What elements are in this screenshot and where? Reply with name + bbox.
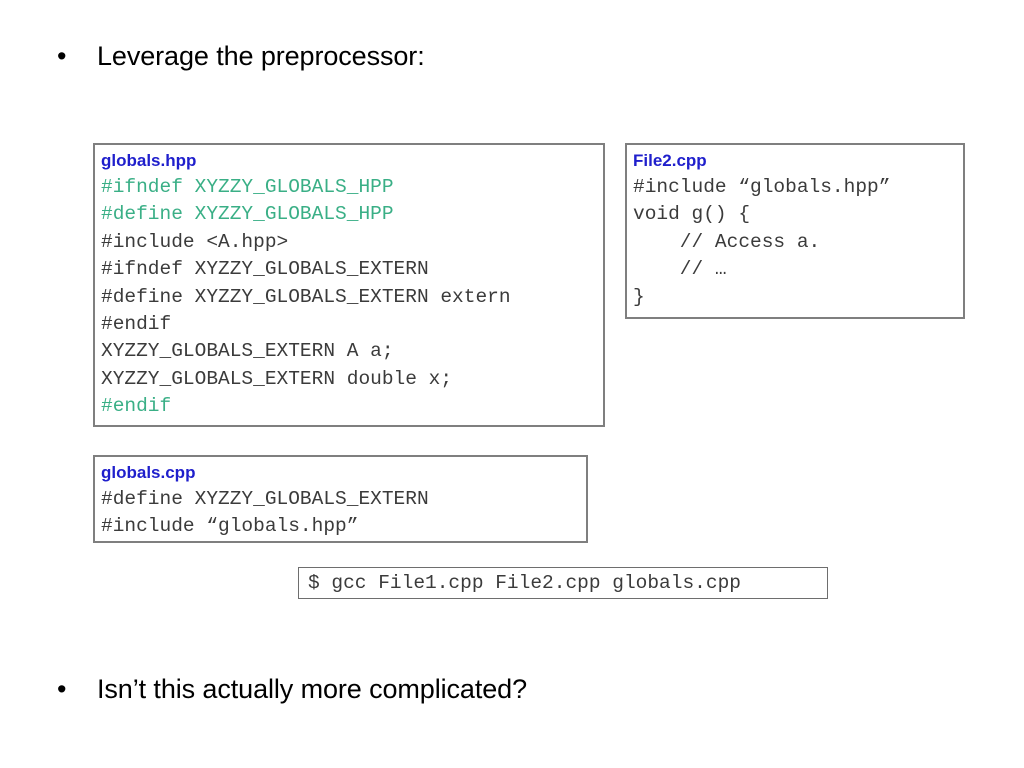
code-line: void g() { — [633, 203, 751, 226]
code-box-globals-hpp: globals.hpp #ifndef XYZZY_GLOBALS_HPP #d… — [93, 143, 605, 427]
code-line: #endif — [101, 395, 172, 418]
code-box-file2-cpp: File2.cpp #include “globals.hpp” void g(… — [625, 143, 965, 319]
command-line-box: $ gcc File1.cpp File2.cpp globals.cpp — [298, 567, 828, 599]
code-line: XYZZY_GLOBALS_EXTERN double x; — [101, 367, 453, 390]
code-line: #include <A.hpp> — [101, 230, 289, 253]
code-box-title-globals-hpp: globals.hpp — [101, 151, 197, 170]
bullet-text: Leverage the preprocessor: — [97, 41, 425, 71]
command-line-text: $ gcc File1.cpp File2.cpp globals.cpp — [308, 572, 741, 594]
code-line: // … — [633, 258, 727, 281]
bullet-isnt-this-more-complicated: • Isn’t this actually more complicated? — [57, 674, 527, 705]
code-box-title-file2-cpp: File2.cpp — [633, 151, 707, 170]
code-line: #endif — [101, 313, 172, 336]
bullet-marker-icon: • — [57, 674, 67, 704]
code-line: #ifndef XYZZY_GLOBALS_EXTERN — [101, 258, 429, 281]
code-line: #define XYZZY_GLOBALS_HPP — [101, 203, 394, 226]
code-line: #include “globals.hpp” — [633, 176, 891, 198]
code-line: // Access a. — [633, 230, 821, 253]
code-line: #define XYZZY_GLOBALS_EXTERN extern — [101, 285, 511, 308]
code-line: } — [633, 285, 645, 308]
code-line: XYZZY_GLOBALS_EXTERN A a; — [101, 340, 394, 363]
code-box-title-globals-cpp: globals.cpp — [101, 463, 196, 482]
code-box-globals-cpp: globals.cpp #define XYZZY_GLOBALS_EXTERN… — [93, 455, 588, 543]
bullet-marker-icon: • — [57, 41, 67, 71]
bullet-text: Isn’t this actually more complicated? — [97, 674, 527, 704]
code-line: #define XYZZY_GLOBALS_EXTERN — [101, 488, 429, 510]
code-line: #ifndef XYZZY_GLOBALS_HPP — [101, 176, 394, 198]
bullet-leverage-preprocessor: • Leverage the preprocessor: — [57, 41, 425, 72]
code-line: #include “globals.hpp” — [101, 515, 359, 538]
